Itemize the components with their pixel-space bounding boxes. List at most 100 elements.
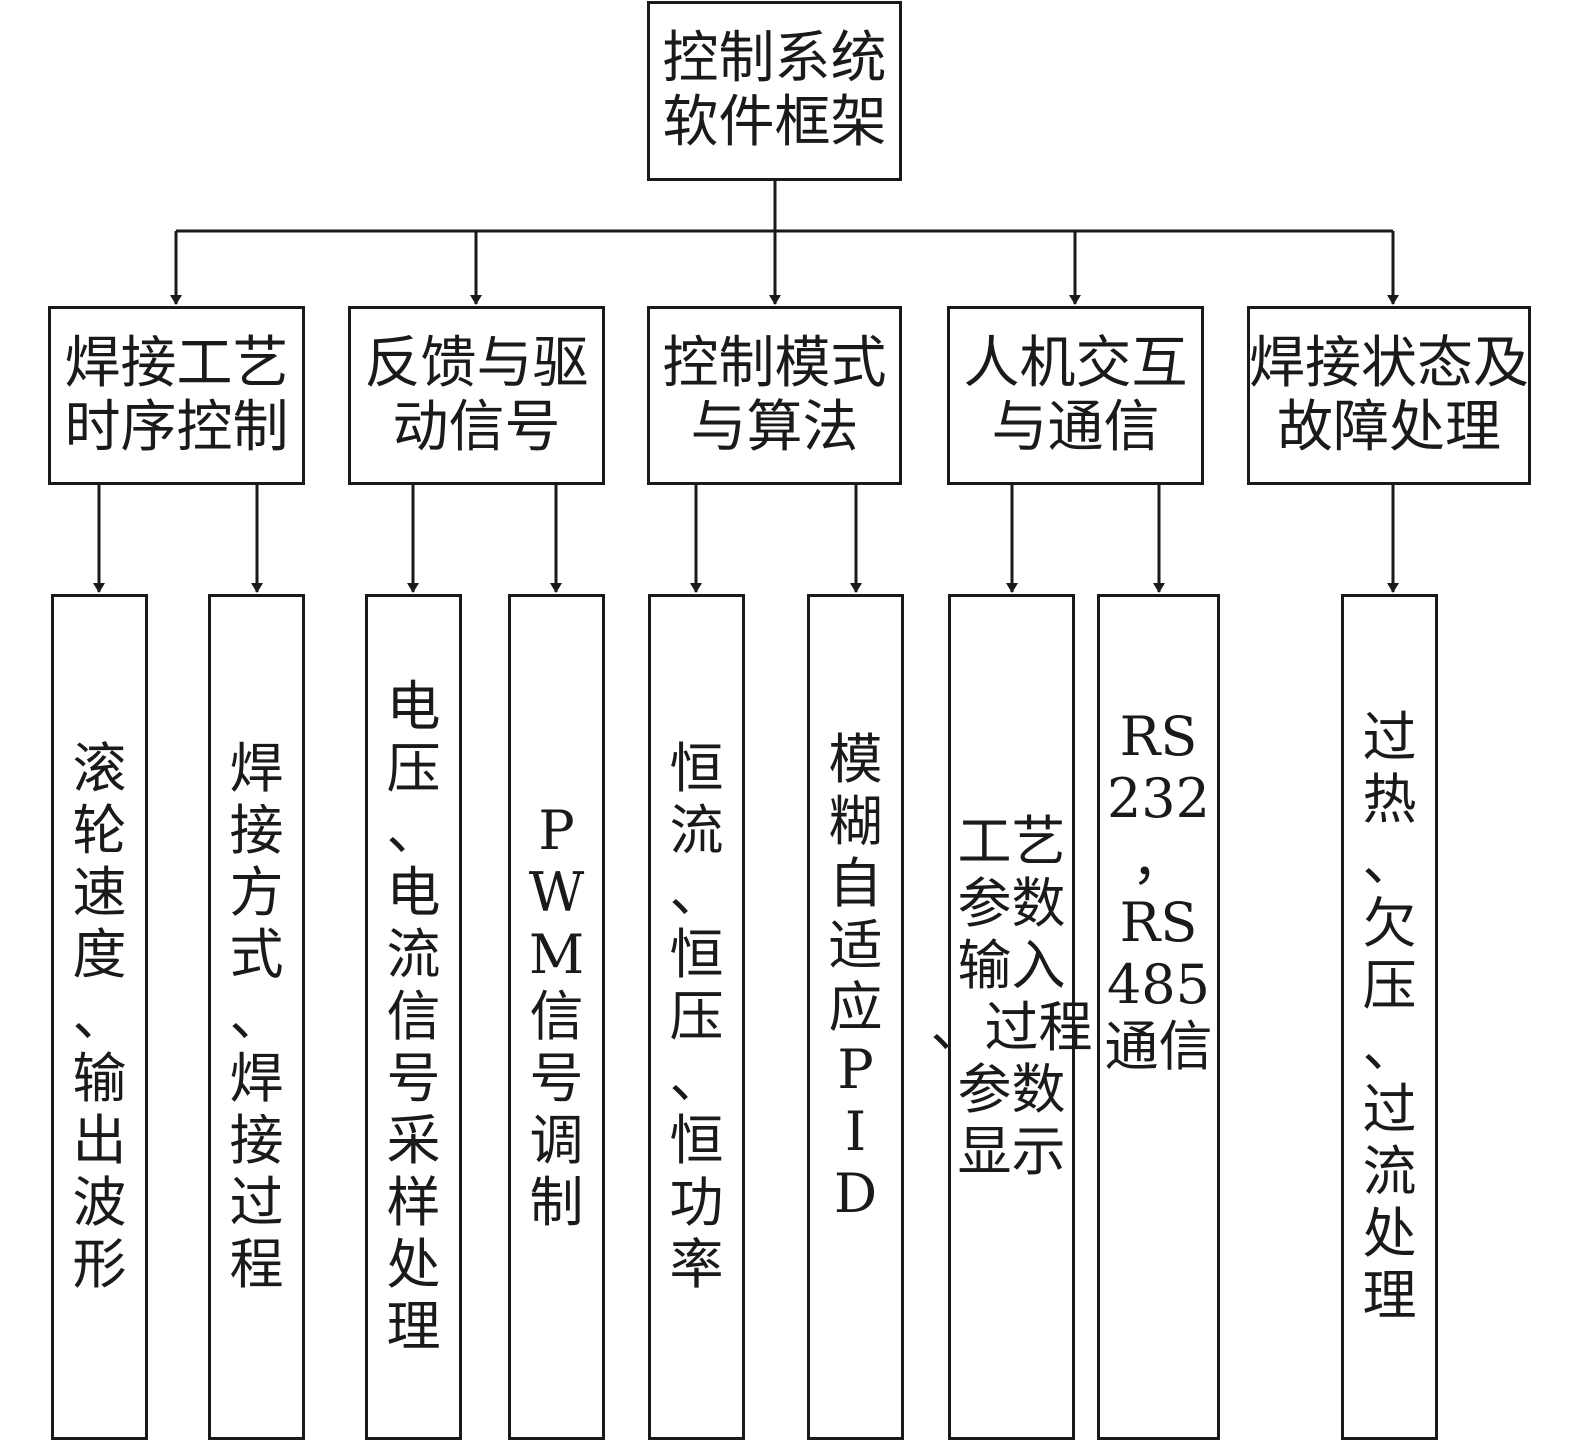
leaf-char: 压 — [386, 737, 441, 800]
leaf-char: 制 — [529, 1171, 584, 1234]
leaf-text: 工艺 参数 输入 、过程 参数 显示 — [931, 811, 1093, 1223]
leaf-char: 过 — [229, 1171, 284, 1234]
leaf-char: 糊 — [828, 790, 883, 853]
leaf-line: 参数 — [957, 872, 1066, 935]
leaf-char: 接 — [229, 799, 284, 862]
leaf-char: 、 — [1362, 830, 1417, 893]
leaf-line: 输入 — [957, 934, 1066, 997]
module-label: 控制模式 — [662, 330, 887, 396]
leaf-char: 功 — [669, 1171, 724, 1234]
leaf-char: 度 — [72, 923, 127, 986]
leaf-roller-speed: 滚轮速度、输出波形 — [51, 594, 148, 1440]
leaf-char: 热 — [1362, 768, 1417, 831]
leaf-char: 、 — [386, 799, 441, 862]
leaf-char: 式 — [229, 923, 284, 986]
leaf-char: P — [837, 1038, 874, 1101]
leaf-char: 速 — [72, 861, 127, 924]
leaf-char: 流 — [669, 799, 724, 862]
leaf-line: RS — [1119, 891, 1198, 954]
leaf-char: 出 — [72, 1109, 127, 1172]
module-fault-handling: 焊接状态及故障处理 — [1247, 306, 1531, 485]
module-welding-timing: 焊接工艺时序控制 — [48, 306, 305, 485]
leaf-text: 电压、电流信号采样处理 — [385, 676, 443, 1358]
leaf-char: 程 — [229, 1233, 284, 1296]
leaf-char: 恒 — [669, 1109, 724, 1172]
leaf-text: 滚轮速度、输出波形 — [71, 738, 129, 1296]
leaf-line: 485 — [1106, 953, 1211, 1016]
leaf-char: 样 — [386, 1171, 441, 1234]
leaf-char: 适 — [828, 914, 883, 977]
leaf-char: 形 — [72, 1233, 127, 1296]
leaf-char: 电 — [386, 675, 441, 738]
leaf-char: 恒 — [669, 923, 724, 986]
module-label: 动信号 — [392, 394, 561, 460]
root-line-2: 软件框架 — [662, 90, 887, 155]
leaf-char: 波 — [72, 1171, 127, 1234]
leaf-char: 模 — [828, 728, 883, 791]
leaf-char: 过 — [1362, 1078, 1417, 1141]
leaf-line: 232 — [1106, 767, 1211, 830]
leaf-char: 自 — [828, 852, 883, 915]
leaf-char: 理 — [386, 1295, 441, 1358]
leaf-char: 方 — [229, 861, 284, 924]
leaf-line: RS — [1119, 705, 1198, 768]
leaf-char: 压 — [669, 985, 724, 1048]
leaf-char: 采 — [386, 1109, 441, 1172]
module-label: 时序控制 — [64, 394, 289, 460]
leaf-rs-communication: RS 232 ， RS 485 通信 — [1097, 594, 1220, 1440]
leaf-char: P — [538, 799, 575, 862]
leaf-parameter-io: 工艺 参数 输入 、过程 参数 显示 — [931, 594, 1093, 1440]
leaf-char: 调 — [529, 1109, 584, 1172]
leaf-line: 参数 — [957, 1058, 1066, 1121]
leaf-char: I — [844, 1100, 867, 1163]
leaf-char: 信 — [529, 985, 584, 1048]
leaf-char: 号 — [386, 1047, 441, 1110]
leaf-char: 过 — [1362, 706, 1417, 769]
module-label: 与通信 — [991, 394, 1160, 460]
leaf-char: W — [528, 861, 585, 924]
leaf-char: 欠 — [1362, 892, 1417, 955]
leaf-line: 显示 — [957, 1120, 1066, 1183]
leaf-char: 理 — [1362, 1264, 1417, 1327]
module-label: 焊接工艺 — [64, 330, 289, 396]
module-label: 故障处理 — [1277, 394, 1501, 460]
root-line-1: 控制系统 — [662, 26, 887, 91]
leaf-char: 轮 — [72, 799, 127, 862]
leaf-char: 处 — [1362, 1202, 1417, 1265]
leaf-char: 、 — [669, 1047, 724, 1110]
leaf-line: 通信 — [1104, 1015, 1213, 1078]
leaf-char: 信 — [386, 985, 441, 1048]
leaf-char: 恒 — [669, 737, 724, 800]
module-hmi-communication: 人机交互与通信 — [947, 306, 1204, 485]
leaf-char: 流 — [386, 923, 441, 986]
leaf-line: 工艺 — [957, 810, 1066, 873]
leaf-text: RS 232 ， RS 485 通信 — [1105, 706, 1213, 1328]
leaf-char: 、 — [669, 861, 724, 924]
root-box: 控制系统 软件框架 — [647, 1, 902, 181]
module-label: 人机交互 — [963, 330, 1188, 396]
leaf-char: 焊 — [229, 737, 284, 800]
module-label: 与算法 — [690, 394, 859, 460]
leaf-char: 滚 — [72, 737, 127, 800]
leaf-char: 接 — [229, 1109, 284, 1172]
module-feedback-drive: 反馈与驱动信号 — [348, 306, 605, 485]
leaf-char: 应 — [828, 976, 883, 1039]
leaf-char: 率 — [669, 1233, 724, 1296]
leaf-fault-protection: 过热、欠压、过流处理 — [1341, 594, 1438, 1440]
leaf-char: 、 — [72, 985, 127, 1048]
module-label: 焊接状态及 — [1249, 330, 1529, 396]
leaf-line: 、过程 — [930, 996, 1093, 1059]
leaf-char: 号 — [529, 1047, 584, 1110]
leaf-char: 处 — [386, 1233, 441, 1296]
leaf-line: ， — [1131, 829, 1186, 892]
leaf-char: 输 — [72, 1047, 127, 1110]
leaf-char: 流 — [1362, 1140, 1417, 1203]
leaf-text: 过热、欠压、过流处理 — [1361, 707, 1419, 1327]
leaf-text: 恒流、恒压、恒功率 — [668, 738, 726, 1296]
leaf-welding-method: 焊接方式、焊接过程 — [208, 594, 305, 1440]
leaf-char: 压 — [1362, 954, 1417, 1017]
module-control-mode: 控制模式与算法 — [647, 306, 902, 485]
